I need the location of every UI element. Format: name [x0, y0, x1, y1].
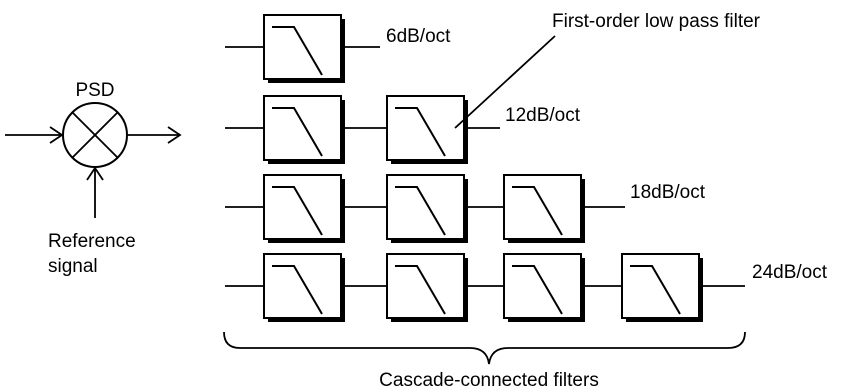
- low-pass-filter-block: [263, 174, 345, 243]
- low-pass-filter-block: [263, 253, 345, 322]
- rolloff-label: 18dB/oct: [630, 182, 706, 203]
- output-arrowhead: [167, 126, 182, 144]
- cascade-brace: [223, 331, 746, 365]
- low-pass-filter-block: [386, 174, 468, 243]
- low-pass-filter-block: [386, 253, 468, 322]
- psd-label: PSD: [75, 80, 114, 101]
- filter-row-18db: 18dB/oct: [225, 174, 706, 243]
- multiplier-cross-b: [71, 111, 119, 159]
- filter-row-24db: 24dB/oct: [225, 253, 828, 322]
- cascade-footer-label: Cascade-connected filters: [379, 370, 599, 391]
- callout-leader-line: [454, 35, 556, 129]
- filter-rows: 6dB/oct 12dB/oct: [225, 14, 828, 322]
- reference-label-line1: Reference: [48, 231, 136, 252]
- psd-block: PSD Reference signal: [5, 80, 182, 277]
- low-pass-filter-block: [503, 253, 585, 322]
- low-pass-filter-block: [386, 95, 468, 164]
- rolloff-label: 6dB/oct: [386, 26, 451, 47]
- low-pass-filter-block: [503, 174, 585, 243]
- filter-row-6db: 6dB/oct: [225, 14, 451, 83]
- low-pass-filter-block: [263, 95, 345, 164]
- reference-arrowhead: [86, 166, 104, 181]
- rolloff-label: 12dB/oct: [505, 105, 581, 126]
- reference-label-line2: signal: [48, 256, 98, 277]
- filter-row-12db: 12dB/oct: [225, 95, 581, 164]
- rolloff-label: 24dB/oct: [752, 262, 828, 283]
- low-pass-filter-block: [621, 253, 703, 322]
- callout-label: First-order low pass filter: [552, 11, 761, 32]
- low-pass-filter-block: [263, 14, 345, 83]
